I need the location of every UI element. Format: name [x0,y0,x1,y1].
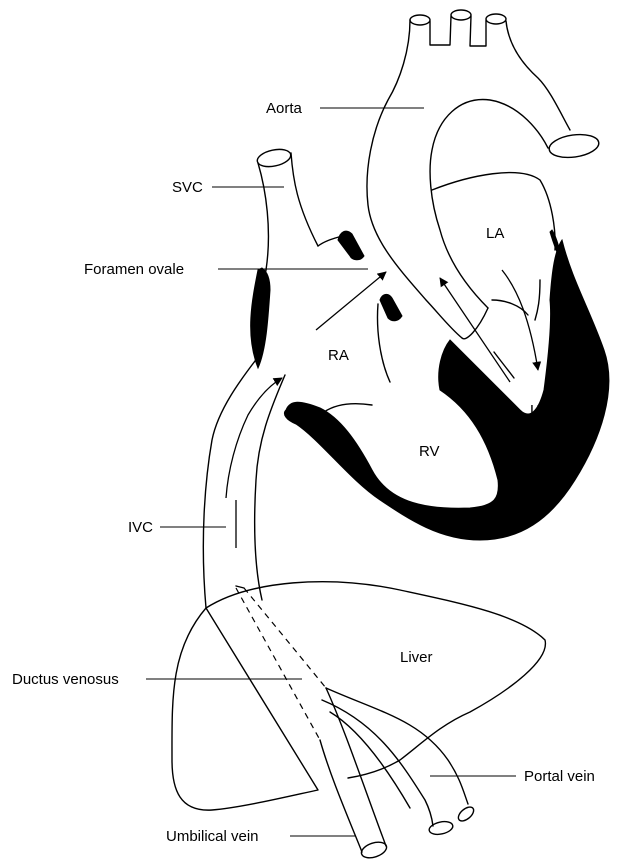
ivc-outline-left [203,352,262,608]
label-ra: RA [328,347,349,364]
aorta-arch-inner [430,100,548,308]
label-umbilical-vein: Umbilical vein [166,828,259,845]
ductus-venosus-left-dashed [236,588,320,740]
la-to-lv-arrow [502,270,538,370]
ductus-venosus-right-dashed [244,588,326,688]
label-aorta: Aorta [266,100,303,117]
ivc-outline-right [255,375,285,600]
label-rv: RV [419,443,440,460]
svc-opening [256,147,293,170]
ra-to-foramen-arrow [316,272,386,330]
aorta-vessel-2 [451,10,471,20]
label-portal-vein: Portal vein [524,768,595,785]
ventricle-wall [284,240,608,540]
foramen-ovale-flap-lower [380,294,402,320]
aorta-descending-opening [548,132,601,161]
ductus-venosus-top [236,586,244,588]
ra-wall-left [251,268,270,368]
ivc-flow-arrow [226,378,282,498]
svc-outline [258,153,318,270]
la-inner-curves [492,280,540,320]
aorta-vessel-1 [410,15,430,25]
label-ductus-venosus: Ductus venosus [12,671,119,688]
foramen-ovale-flap-upper [338,231,364,260]
aorta-root-end [462,308,488,339]
label-liver: Liver [400,649,433,666]
label-svc: SVC [172,179,203,196]
label-ivc: IVC [128,519,153,536]
label-lv: LV [530,402,547,419]
aorta-vessel-3 [486,14,506,24]
label-la: LA [486,225,504,242]
portal-vein-end-2 [456,804,476,823]
ra-rv-valve-line [324,404,372,412]
label-foramen-ovale: Foramen ovale [84,261,184,278]
